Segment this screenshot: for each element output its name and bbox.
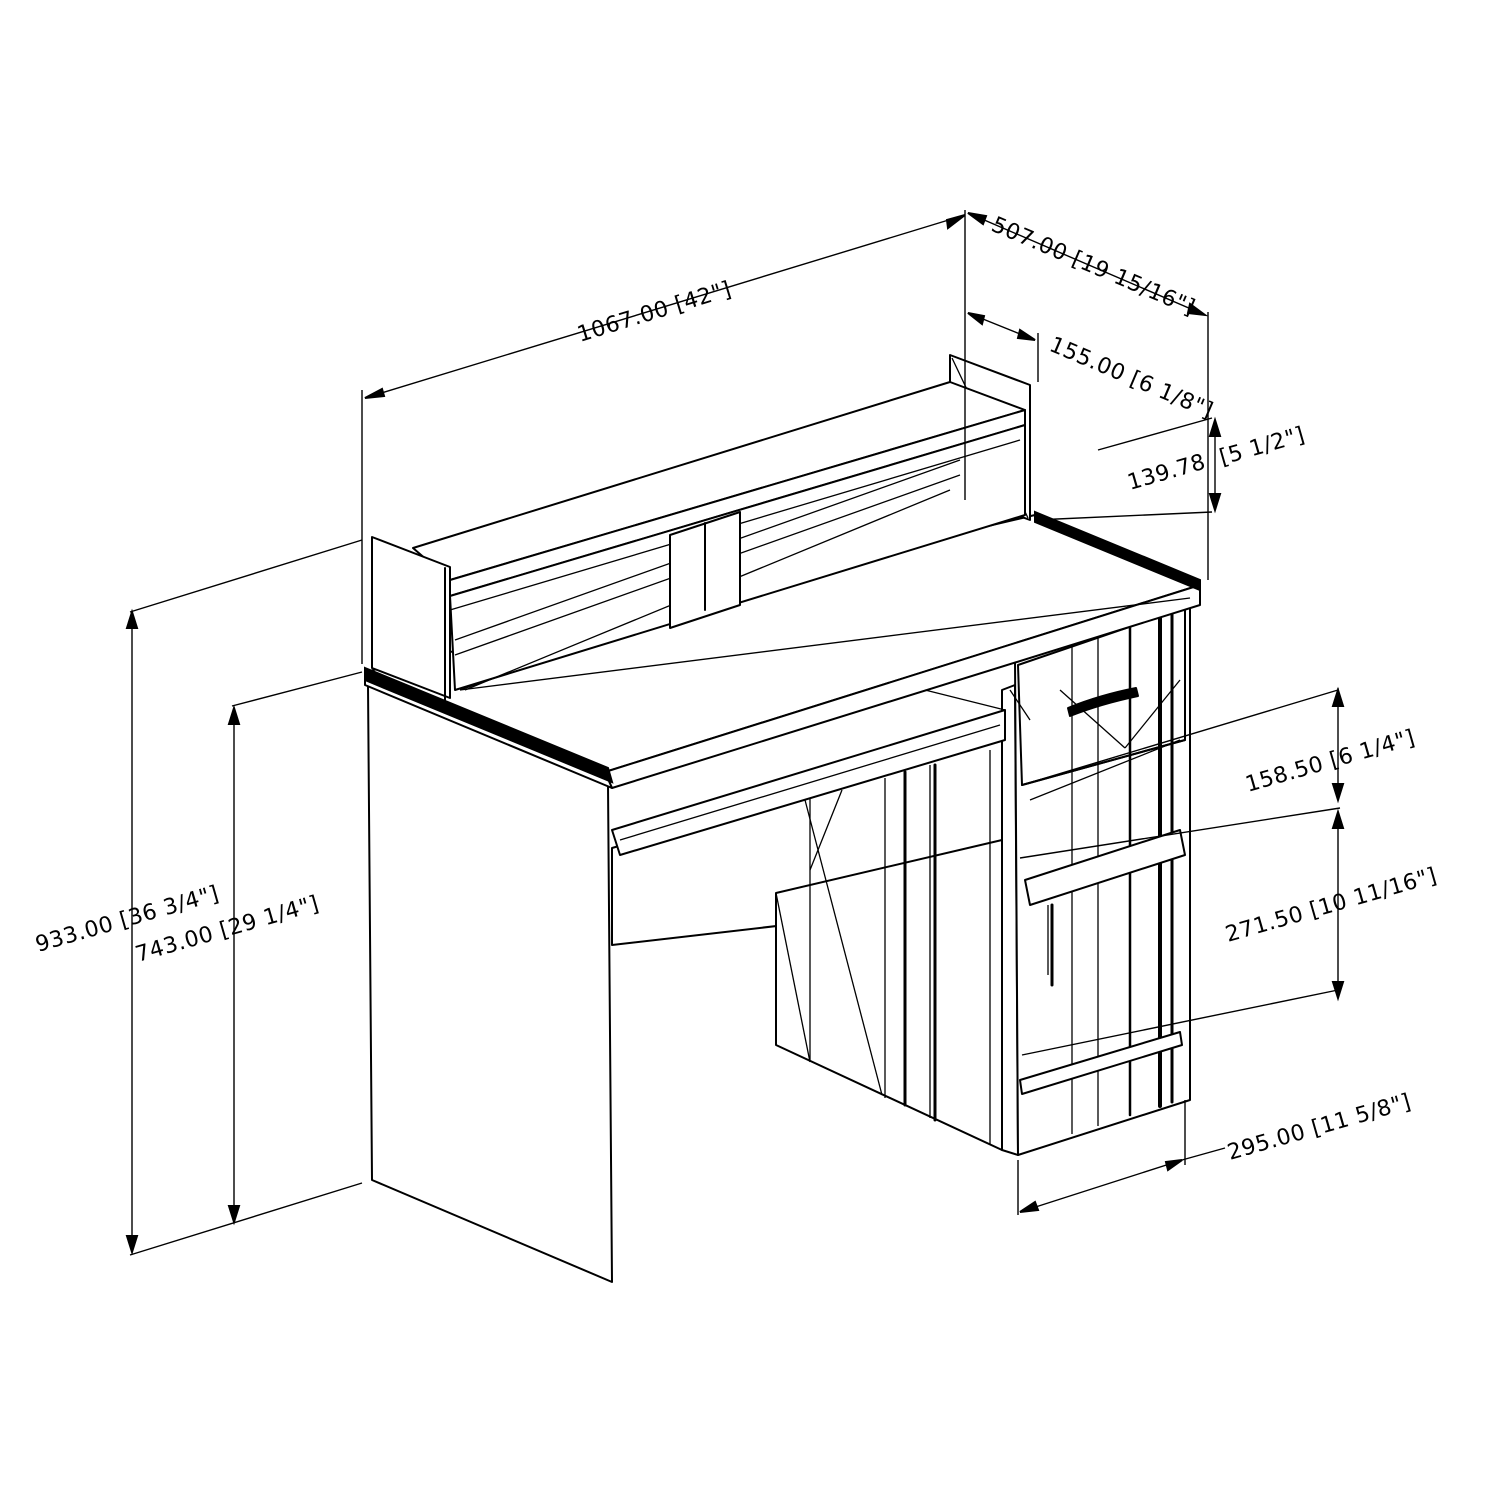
cabinet-bottom-shelf — [1019, 1031, 1183, 1095]
dimension-arrows — [125, 212, 1345, 1256]
drawer-handle-icon — [1067, 687, 1139, 717]
cabinet-width-label: 295.00 [11 5/8"] — [1225, 1089, 1414, 1165]
overall-width-label: 1067.00 [42"] — [574, 277, 734, 348]
hutch-left-side — [371, 536, 451, 699]
edge-band-right — [1034, 510, 1201, 592]
dimension-lines — [129, 210, 1341, 1256]
rear-panel-stripes — [775, 750, 991, 1145]
desk-drawing — [364, 354, 1201, 1283]
hutch-clearance-mm-label: 139.78 — [1125, 450, 1209, 496]
edge-band-left — [364, 666, 614, 784]
left-side-panel — [367, 684, 613, 1283]
cabinet-shelf — [1024, 829, 1186, 906]
hutch-clearance-in-label: [5 1/2"] — [1217, 423, 1308, 471]
overall-depth-label: 507.00 [19 15/16"] — [988, 213, 1199, 321]
shelf-space-label: 271.50 [10 11/16"] — [1223, 863, 1440, 947]
hutch-depth-label: 155.00 [6 1/8"] — [1046, 333, 1217, 424]
drawer-height-label: 158.50 [6 1/4"] — [1243, 725, 1418, 797]
